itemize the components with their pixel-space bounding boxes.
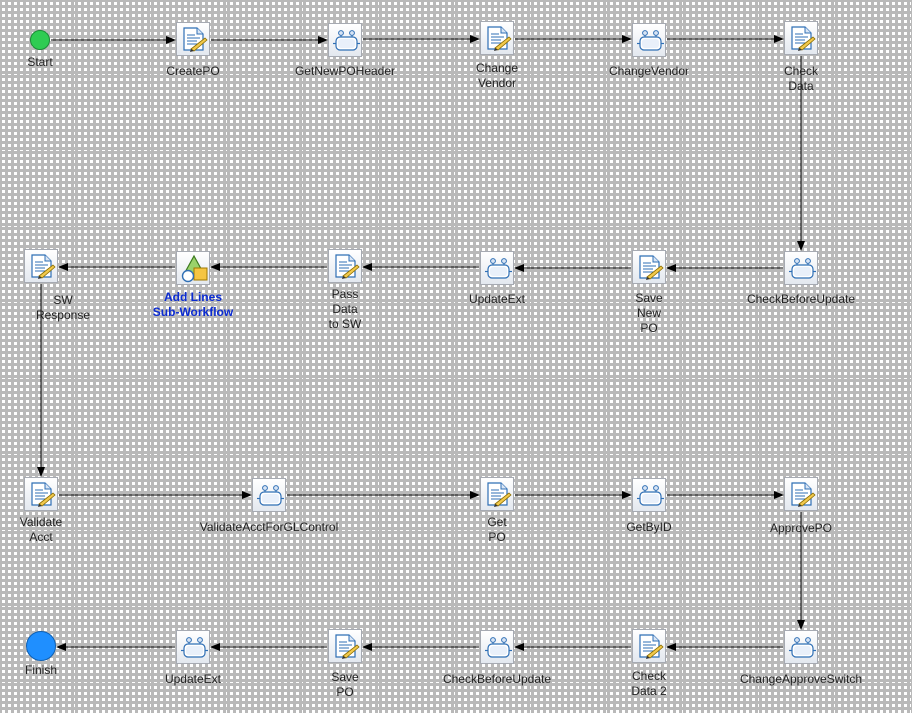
node-label: Add Lines Sub-Workflow — [152, 290, 234, 319]
node-label: Save PO — [331, 670, 359, 699]
service-call-icon[interactable] — [632, 478, 666, 512]
script-activity-icon[interactable] — [632, 250, 666, 284]
service-call-icon[interactable] — [328, 23, 362, 57]
node-label: Check Data 2 — [631, 669, 667, 698]
script-activity-icon[interactable] — [328, 249, 362, 283]
service-call-icon[interactable] — [784, 630, 818, 664]
service-call-icon[interactable] — [480, 251, 514, 285]
node-label: Check Data — [783, 64, 818, 93]
node-label: Validate Acct — [19, 515, 63, 544]
script-activity-icon[interactable] — [784, 21, 818, 55]
node-label: ChangeApproveSwitch — [739, 672, 863, 686]
service-call-icon[interactable] — [632, 23, 666, 57]
node-label: ApprovePO — [769, 521, 833, 535]
script-activity-icon[interactable] — [176, 22, 210, 56]
script-activity-icon[interactable] — [480, 477, 514, 511]
script-activity-icon[interactable] — [328, 629, 362, 663]
node-label: CheckBeforeUpdate — [442, 672, 552, 686]
node-label: Finish — [24, 663, 57, 677]
node-label: UpdateExt — [164, 672, 222, 686]
node-label: CreatePO — [166, 64, 220, 78]
node-label: GetByID — [626, 520, 672, 534]
end-event-icon[interactable] — [26, 631, 56, 661]
service-call-icon[interactable] — [784, 251, 818, 285]
node-label: CheckBeforeUpdate — [746, 292, 856, 306]
start-event-icon[interactable] — [30, 30, 50, 50]
node-label: Change Vendor — [475, 61, 519, 90]
node-label: UpdateExt — [468, 292, 526, 306]
node-label: SW Response — [35, 293, 91, 322]
script-activity-icon[interactable] — [24, 249, 58, 283]
node-label: Get PO — [487, 515, 507, 544]
service-call-icon[interactable] — [252, 478, 286, 512]
node-label: ChangeVendor — [608, 64, 690, 78]
node-label: Save New PO — [635, 291, 663, 335]
service-call-icon[interactable] — [176, 630, 210, 664]
script-activity-icon[interactable] — [24, 477, 58, 511]
node-label: Pass Data to SW — [328, 287, 362, 331]
node-label: Start — [27, 55, 53, 69]
script-activity-icon[interactable] — [632, 629, 666, 663]
service-call-icon[interactable] — [480, 630, 514, 664]
node-label: ValidateAcctForGLControl — [199, 520, 339, 534]
script-activity-icon[interactable] — [784, 477, 818, 511]
subworkflow-icon[interactable] — [176, 251, 210, 285]
node-label: GetNewPOHeader — [294, 64, 396, 78]
script-activity-icon[interactable] — [480, 21, 514, 55]
